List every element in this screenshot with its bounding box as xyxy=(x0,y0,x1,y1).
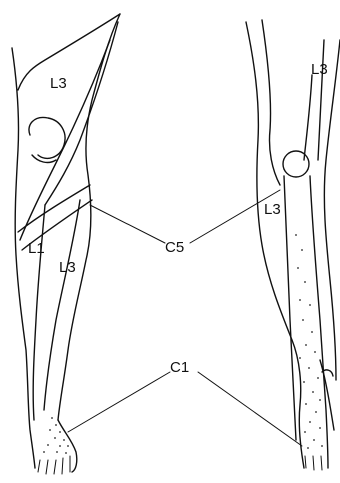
label-right-upper-l3: L3 xyxy=(311,61,328,78)
right-thigh-line-a xyxy=(262,20,280,185)
left-foot-c1-dots xyxy=(43,417,69,454)
label-c1: C1 xyxy=(170,359,189,376)
right-toe-1 xyxy=(305,456,306,468)
right-leg-left-contour xyxy=(246,22,304,468)
right-leg-drawing xyxy=(246,20,340,470)
label-left-l1: L1 xyxy=(28,240,45,257)
left-shin-line-b xyxy=(44,200,80,410)
right-toe-3 xyxy=(321,456,322,470)
right-knee-circle xyxy=(283,151,309,177)
right-toe-2 xyxy=(313,456,314,470)
labels: L3 L1 L3 L3 L3 C5 C1 xyxy=(28,61,328,376)
left-leg-outer-contour xyxy=(12,48,35,468)
left-toe-2 xyxy=(46,460,48,474)
label-left-lower-l3: L3 xyxy=(59,259,76,276)
c5-leader-left xyxy=(90,205,165,243)
left-kneecap xyxy=(29,117,65,158)
label-left-upper-l3: L3 xyxy=(50,75,67,92)
right-strip-left-edge xyxy=(284,176,296,440)
left-toe-3 xyxy=(54,460,56,474)
leader-lines xyxy=(68,190,302,446)
label-right-mid-l3: L3 xyxy=(264,201,281,218)
right-leg-right-contour xyxy=(324,40,340,380)
label-c5: C5 xyxy=(165,239,184,256)
right-thigh-line-b xyxy=(304,75,312,160)
left-toe-1 xyxy=(38,460,40,472)
c1-leader-right xyxy=(198,372,302,446)
right-thigh-line-c xyxy=(318,40,324,160)
left-toe-4 xyxy=(62,458,63,474)
c1-leader-left xyxy=(68,372,170,432)
